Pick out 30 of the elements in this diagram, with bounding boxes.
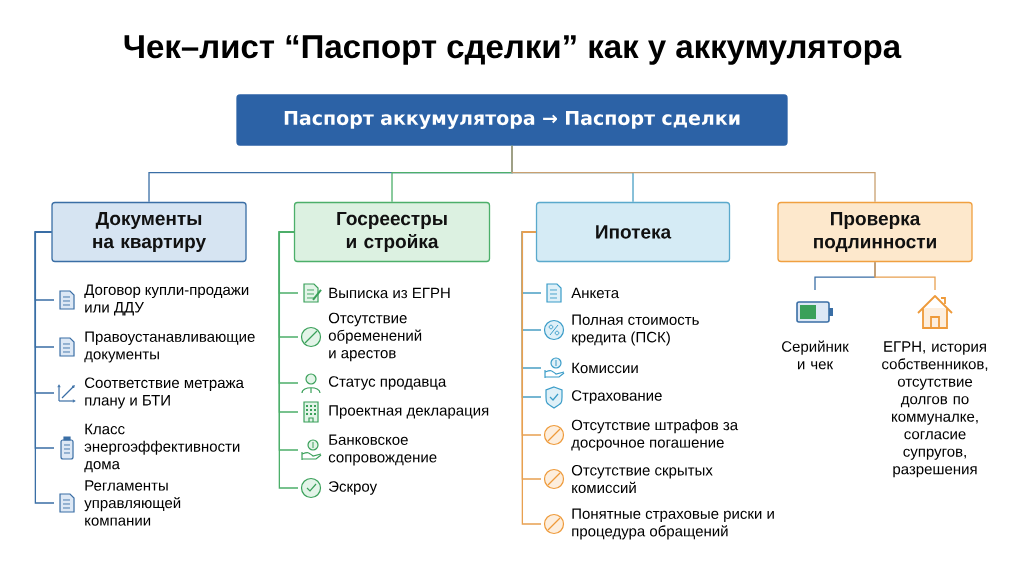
item-text: Страхование (572, 390, 662, 404)
item-text: Отсутствие обременений и арестов (328, 312, 422, 362)
connector-line (874, 261, 936, 291)
item-text: Договор купли-продажи или ДДУ (84, 284, 249, 316)
item-text: Проектная декларация (329, 405, 489, 419)
title-box: Паспорт аккумулятора → Паспорт сделки (236, 94, 788, 146)
item-text: Банковское сопровождение (328, 434, 437, 466)
category-box: Документы на квартиру (51, 201, 247, 263)
item-text: Комиссии (572, 362, 638, 374)
item-text: Соответствие метража плану и БТИ (85, 377, 244, 409)
connector-line (34, 231, 55, 504)
item-text: Правоустанавливающие документы (84, 331, 255, 363)
item-text: Понятные страховые риски и процедура обращений (572, 508, 774, 540)
item-text: Выписка из ЕГРН (329, 287, 450, 299)
item-text: Статус продавца (329, 376, 447, 390)
item-text: Отсутствие скрытых комиссий (571, 464, 713, 494)
item-text: ЕГРН, история собственников, отсутствие долгов по коммуналке, согласие супругов, разрешения (882, 341, 988, 478)
item-text: Класс энергоэффективности дома (84, 423, 240, 473)
item-text: Серийник и чек (782, 340, 849, 370)
item-text: Отсутствие штрафов за досрочное погашение (571, 419, 739, 451)
category-box: Госреестры и стройка (293, 201, 491, 263)
connector-line (521, 231, 542, 525)
item-text: Полная стоимость кредита (ПСК) (572, 314, 699, 346)
title: Чек–лист “Паспорт сделки” как у аккумулятора (124, 35, 902, 65)
category-box: Проверка подлинности (777, 201, 973, 263)
category-box: Ипотека (535, 201, 731, 263)
item-text: Эскроу (329, 481, 378, 495)
item-text: Анкета (571, 287, 620, 299)
item-text: Регламенты управляющей компании (84, 480, 181, 526)
connector-line (511, 145, 876, 203)
